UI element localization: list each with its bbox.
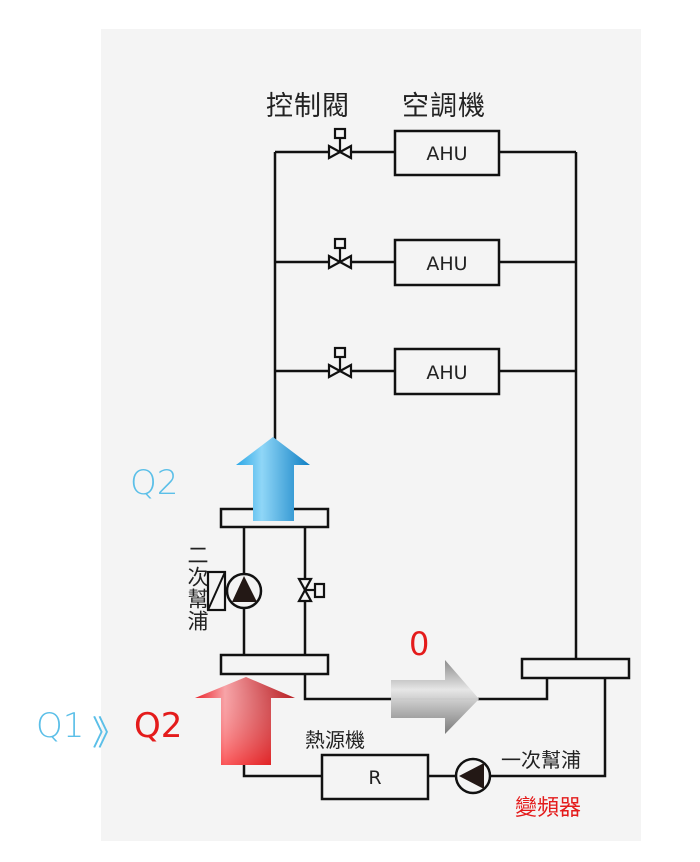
ahu-unit-3[interactable]: AHU (393, 347, 501, 396)
bypass-flow-value: 0 (409, 625, 430, 663)
heat-source-unit[interactable]: R (320, 753, 430, 801)
air-handler-label: 空調機 (402, 91, 486, 122)
ahu-label-2: AHU (426, 253, 467, 275)
lower-supply-header (219, 653, 330, 676)
secondary-pump-label: 二次幫浦 (185, 544, 209, 632)
control-valve-icon (327, 127, 353, 160)
ahu-label-3: AHU (426, 362, 467, 384)
secondary-pump-icon (206, 570, 263, 612)
ahu-label-1: AHU (426, 143, 467, 165)
bypass-flow-arrow (391, 660, 479, 734)
primary-return-pipe (480, 678, 607, 778)
diagram-panel (101, 29, 641, 841)
heat-source-title: 熱源機 (305, 728, 365, 752)
primary-pump-icon (454, 757, 492, 795)
much-greater-symbol: 》 (92, 714, 126, 754)
control-valve-label: 控制閥 (266, 91, 350, 122)
primary-flow-arrow (195, 677, 295, 765)
bypass-valve-icon (297, 577, 326, 603)
control-valve-icon (327, 237, 353, 270)
ahu-unit-1[interactable]: AHU (393, 129, 501, 177)
inverter-label: 變頻器 (515, 796, 582, 821)
ahu-unit-2[interactable]: AHU (393, 238, 501, 287)
q1-label: Q1 (36, 706, 85, 746)
control-valve-icon (327, 346, 353, 379)
heat-source-label: R (368, 767, 381, 789)
supply-flow-label: Q2 (130, 463, 179, 503)
return-header (520, 657, 631, 680)
primary-pump-label: 一次幫浦 (501, 748, 581, 772)
q2-label: Q2 (134, 706, 183, 746)
supply-flow-arrow (236, 437, 310, 521)
